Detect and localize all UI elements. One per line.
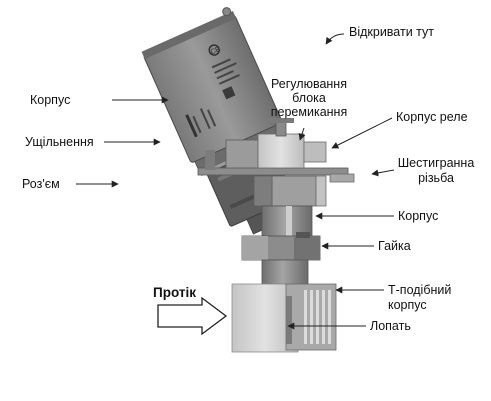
label-connector: Роз'єм bbox=[22, 177, 60, 191]
label-flow: Протік bbox=[153, 285, 196, 300]
label-paddle: Лопать bbox=[370, 319, 411, 333]
svg-text:CE: CE bbox=[210, 46, 222, 56]
relay-housing-arrow bbox=[331, 117, 393, 149]
adjust-screw bbox=[275, 121, 287, 137]
label-hex-thread: Шестигранна різьба bbox=[397, 156, 475, 185]
flow-arrow bbox=[157, 296, 228, 336]
nut bbox=[241, 232, 321, 285]
label-relay-housing: Корпус реле bbox=[396, 110, 468, 124]
switch-adjust-arrow bbox=[298, 127, 306, 141]
leader-lines bbox=[76, 33, 395, 330]
label-seal: Ущільнення bbox=[25, 135, 94, 149]
label-housing-right: Корпус bbox=[398, 209, 439, 223]
t-body bbox=[231, 283, 337, 353]
paddle bbox=[286, 296, 292, 344]
label-switch-adjust: Регулювання блока перемикання bbox=[270, 77, 348, 119]
hex-thread bbox=[253, 175, 327, 207]
label-nut: Гайка bbox=[378, 239, 411, 253]
relay-housing bbox=[225, 118, 327, 169]
open-here-arrow bbox=[325, 33, 345, 45]
hex-thread-arrow bbox=[371, 169, 395, 177]
label-housing-left: Корпус bbox=[30, 93, 71, 107]
label-t-body: Т-подібний корпус bbox=[388, 283, 452, 312]
label-open-here: Відкривати тут bbox=[349, 25, 435, 39]
